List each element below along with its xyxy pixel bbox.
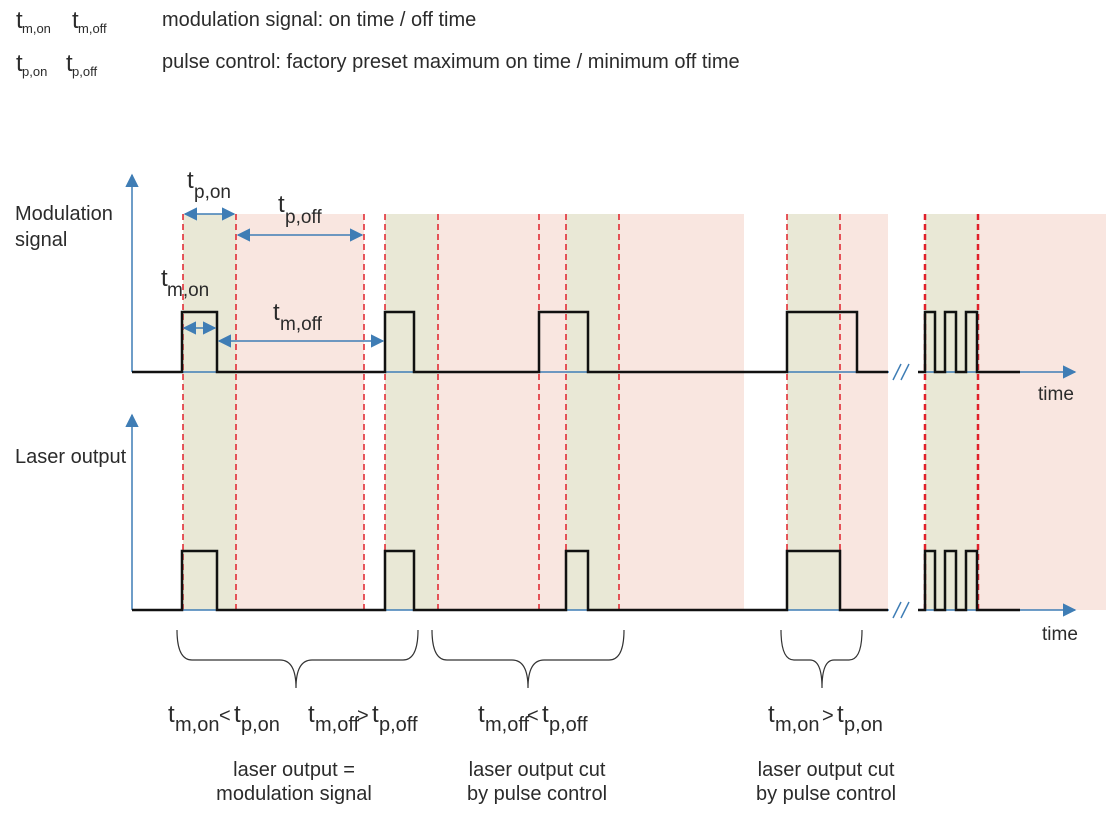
symbol-t: t bbox=[278, 191, 285, 218]
condition-operator: > bbox=[822, 705, 834, 727]
condition-operator: > bbox=[357, 705, 369, 727]
symbol-t: t bbox=[273, 299, 280, 326]
symbol-t: t bbox=[161, 265, 168, 292]
legend-row-pulse-control: t p,on t p,off pulse control: factory pr… bbox=[16, 50, 740, 79]
on-band bbox=[385, 214, 438, 610]
top-y-axis-label: signal bbox=[15, 229, 67, 251]
legend-text: pulse control: factory preset maximum on… bbox=[162, 51, 740, 73]
on-band bbox=[787, 214, 840, 610]
on-band bbox=[925, 214, 978, 610]
legend: t m,on t m,off modulation signal: on tim… bbox=[16, 7, 740, 79]
symbol-t: t bbox=[768, 701, 775, 728]
legend-subscript: p,on bbox=[22, 64, 47, 79]
symbol-t: t bbox=[234, 701, 241, 728]
dimension-labels: t p,on t p,off t m,on t m,off bbox=[161, 167, 323, 335]
condition-group-3: t m,on > t p,on bbox=[768, 701, 883, 736]
legend-symbol: t bbox=[16, 7, 23, 34]
label-p-on: p,on bbox=[194, 182, 231, 203]
on-band bbox=[566, 214, 619, 610]
off-band bbox=[619, 214, 744, 610]
condition-subscript: m,on bbox=[775, 714, 819, 736]
condition-group-1: t m,on < t p,on t m,off > t p,off bbox=[168, 701, 418, 736]
label-m-off: m,off bbox=[280, 314, 323, 335]
laser-output-waveform bbox=[132, 549, 888, 612]
laser-output-burst bbox=[918, 549, 1020, 612]
top-x-axis-label: time bbox=[1038, 384, 1074, 405]
condition-subscript: p,on bbox=[241, 714, 280, 736]
symbol-t: t bbox=[308, 701, 315, 728]
legend-symbol: t bbox=[16, 50, 23, 77]
condition-subscript: m,on bbox=[175, 714, 219, 736]
caption-group-2-line-1: laser output cut bbox=[469, 759, 606, 781]
symbol-t: t bbox=[542, 701, 549, 728]
caption-group-1-line-1: laser output = bbox=[233, 759, 355, 781]
condition-subscript: m,off bbox=[485, 714, 530, 736]
condition-subscript: p,off bbox=[549, 714, 588, 736]
legend-subscript: m,off bbox=[78, 21, 107, 36]
brace-group-3 bbox=[780, 629, 863, 689]
off-band bbox=[236, 214, 364, 610]
symbol-t: t bbox=[187, 167, 194, 194]
dashed-boundaries bbox=[182, 214, 980, 610]
legend-text: modulation signal: on time / off time bbox=[162, 9, 476, 31]
bottom-x-axis-label: time bbox=[1042, 624, 1078, 645]
off-band bbox=[840, 214, 888, 610]
caption-group-3-line-1: laser output cut bbox=[758, 759, 895, 781]
symbol-t: t bbox=[372, 701, 379, 728]
condition-operator: < bbox=[219, 705, 231, 727]
condition-subscript: m,off bbox=[315, 714, 360, 736]
braces bbox=[176, 629, 863, 689]
brace-group-1 bbox=[176, 629, 419, 689]
label-m-on: m,on bbox=[167, 280, 209, 301]
off-band bbox=[978, 214, 1106, 610]
caption-group-1-line-2: modulation signal bbox=[216, 783, 372, 805]
legend-symbol: t bbox=[66, 50, 73, 77]
modulation-signal-burst bbox=[918, 310, 1020, 374]
symbol-t: t bbox=[478, 701, 485, 728]
caption-group-2-line-2: by pulse control bbox=[467, 783, 607, 805]
legend-subscript: p,off bbox=[72, 64, 97, 79]
modulation-signal-waveform bbox=[132, 310, 888, 374]
on-band bbox=[183, 214, 236, 610]
symbol-t: t bbox=[168, 701, 175, 728]
condition-operator: < bbox=[527, 705, 539, 727]
brace-group-2 bbox=[431, 629, 625, 689]
caption-group-3-line-2: by pulse control bbox=[756, 783, 896, 805]
condition-subscript: p,off bbox=[379, 714, 418, 736]
legend-subscript: m,on bbox=[22, 21, 51, 36]
axis-break-marks bbox=[889, 362, 919, 620]
legend-symbol: t bbox=[72, 7, 79, 34]
condition-group-2: t m,off < t p,off bbox=[478, 701, 588, 736]
symbol-t: t bbox=[837, 701, 844, 728]
time-bands bbox=[183, 214, 1106, 610]
top-y-axis-label: Modulation bbox=[15, 203, 113, 225]
legend-row-modulation: t m,on t m,off modulation signal: on tim… bbox=[16, 7, 476, 36]
dimension-arrows bbox=[182, 207, 385, 348]
off-band bbox=[438, 214, 566, 610]
bottom-y-axis-label: Laser output bbox=[15, 446, 127, 468]
label-p-off: p,off bbox=[285, 207, 322, 228]
captions: laser output = modulation signal laser o… bbox=[216, 759, 896, 805]
condition-subscript: p,on bbox=[844, 714, 883, 736]
